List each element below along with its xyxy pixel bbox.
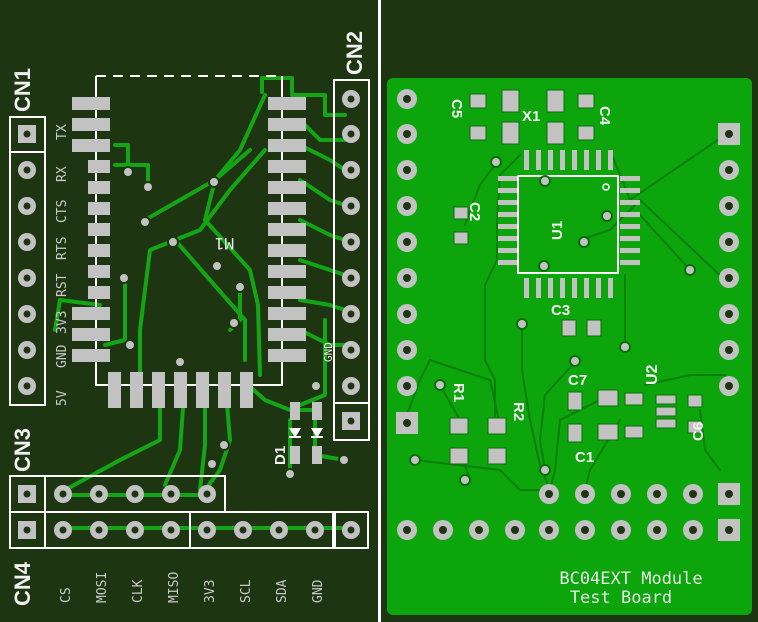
c7-label: C7 <box>568 372 587 389</box>
cn4-pin-mosi: MOSI <box>95 572 110 603</box>
cn2-label: CN2 <box>342 31 367 75</box>
c3-label: C3 <box>551 302 570 319</box>
c4-label: C4 <box>596 106 613 126</box>
u1-label: U1 <box>549 221 566 240</box>
cn1-pin-rst: RST <box>55 273 70 297</box>
r1-label: R1 <box>450 383 467 402</box>
cn1-pin-cts: CTS <box>55 200 70 223</box>
board-title-line1: BC04EXT Module <box>559 569 702 589</box>
cn1-pin-rx: RX <box>55 166 70 182</box>
right-right-pinholes <box>718 123 740 396</box>
right-bottom-pinholes-upper <box>539 483 740 505</box>
c2-label: C2 <box>466 202 483 221</box>
cn1-pin-3v3: 3V3 <box>55 311 70 334</box>
cn1-pin-gnd: GND <box>55 344 70 368</box>
cn4-pin-scl: SCL <box>239 579 254 603</box>
cn4-connector <box>9 511 369 549</box>
left-vias <box>118 166 350 480</box>
cn1-connector <box>9 116 46 406</box>
cn1-pin-labels: TX RX CTS RTS RST 3V3 GND 5V <box>55 124 70 406</box>
cn1-pin-rts: RTS <box>55 237 70 260</box>
cn4-pin-cs: CS <box>59 587 74 603</box>
cn1-label: CN1 <box>10 68 35 112</box>
c5-label: C5 <box>448 99 465 118</box>
cn4-pin-labels: CS MOSI CLK MISO 3V3 SCL SDA GND <box>59 572 326 603</box>
cn1-pin-5v: 5V <box>55 390 70 406</box>
x1-label: X1 <box>522 108 540 125</box>
left-board: M1 CN1 TX RX CTS <box>0 0 378 622</box>
right-board: U1 X1 C <box>381 0 758 622</box>
cn3-connector <box>9 475 226 513</box>
m1-left-pads <box>72 97 110 362</box>
cn3-label: CN3 <box>10 428 35 472</box>
right-left-pinholes <box>396 89 418 434</box>
c1-label: C1 <box>575 449 594 466</box>
cn2-pin-gnd: GND <box>322 342 335 362</box>
board-title-line2: Test Board <box>570 588 672 608</box>
cn1-pin-tx: TX <box>55 124 70 140</box>
m1-label: M1 <box>215 234 234 253</box>
m1-right-pads <box>268 97 306 362</box>
cn4-pin-gnd: GND <box>311 579 326 603</box>
cn4-pin-miso: MISO <box>167 572 182 603</box>
u2-label: U2 <box>644 364 661 385</box>
cn4-pin-3v3: 3V3 <box>203 580 218 603</box>
c6-label: C6 <box>690 422 707 441</box>
r2-label: R2 <box>510 402 527 421</box>
panel-divider <box>378 0 381 622</box>
cn2-connector <box>333 79 370 441</box>
cn4-pin-clk: CLK <box>131 579 146 603</box>
m1-bottom-pads <box>108 372 253 408</box>
right-vias <box>409 156 696 486</box>
right-bottom-pinholes-lower <box>397 519 740 541</box>
u1-chip <box>498 150 640 298</box>
d1-diode <box>289 402 323 464</box>
d1-label: D1 <box>272 446 289 465</box>
smd-pads <box>449 89 703 465</box>
cn4-pin-sda: SDA <box>275 579 290 603</box>
cn4-label: CN4 <box>10 561 35 606</box>
